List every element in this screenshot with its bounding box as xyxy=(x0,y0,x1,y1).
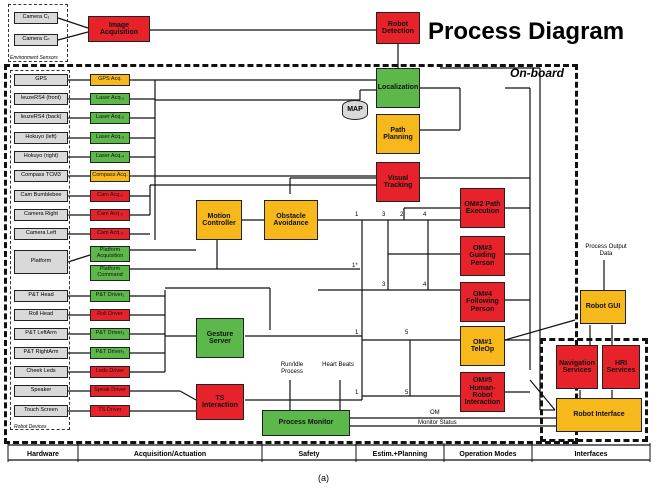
link-number: 1* xyxy=(352,263,358,269)
category-label: Estim.+Planning xyxy=(372,451,428,458)
acquisition-node: Roll Driver xyxy=(90,309,130,321)
acquisition-node: Laser Acq.₃ xyxy=(90,132,130,144)
acquisition-node: Cam Acq.₃ xyxy=(90,228,130,240)
acquisition-node: Laser Acq.₂ xyxy=(90,112,130,124)
device-node: P&T RightArm xyxy=(14,347,68,359)
device-node: leuzeRS4 (front) xyxy=(14,93,68,105)
robot-interface-node: Robot Interface xyxy=(556,398,642,432)
device-node: Camera Right xyxy=(14,209,68,221)
link-number: 1 xyxy=(355,212,359,218)
robot-devices-group xyxy=(10,70,70,430)
category-label: Safety xyxy=(298,451,320,458)
device-node: Speaker xyxy=(14,385,68,397)
onboard-group xyxy=(4,64,578,444)
obstacle-avoidance-node: Obstacle Avoidance xyxy=(264,200,318,240)
acquisition-node: Speak Driver xyxy=(90,385,130,397)
link-number: 5 xyxy=(405,330,409,336)
navigation-services-node: Navigation Services xyxy=(556,345,598,389)
device-node: leuzeRS4 (back) xyxy=(14,112,68,124)
link-number: 3 xyxy=(382,212,386,218)
acquisition-node: TS Driver xyxy=(90,405,130,417)
acquisition-node: P&T Driver₂ xyxy=(90,328,130,340)
device-node: Cheek Leds xyxy=(14,366,68,378)
motion-controller-node: Motion Controller xyxy=(196,200,242,240)
robot-detection-node: Robot Detection xyxy=(376,12,420,44)
device-node: P&T Head xyxy=(14,290,68,302)
gesture-server-node: Gesture Server xyxy=(196,318,244,358)
camera-c1-node: Camera C₁ xyxy=(14,12,58,24)
image-acquisition-node: Image Acquisition xyxy=(88,16,150,42)
acquisition-node: GPS Acq. xyxy=(90,74,130,86)
link-number: 1 xyxy=(355,390,359,396)
environment-sensors-label: Environment Sensors xyxy=(10,55,58,61)
device-node: Compass TCM3 xyxy=(14,170,68,182)
path-planning-node: Path Planning xyxy=(376,114,420,154)
acquisition-node: Laser Acq.₄ xyxy=(90,151,130,163)
diagram-title: Process Diagram xyxy=(428,18,625,45)
device-node: P&T LeftArm xyxy=(14,328,68,340)
acquisition-node: Cam Acq.₁ xyxy=(90,190,130,202)
acquisition-node: Leds Driver xyxy=(90,366,130,378)
monitor-status-label: Monitor Status xyxy=(418,420,457,426)
link-number: 1 xyxy=(355,330,359,336)
link-number: 4 xyxy=(423,282,427,288)
process-monitor-node: Process Monitor xyxy=(262,410,350,436)
om-label: OM xyxy=(430,410,440,416)
device-node: Touch Screen xyxy=(14,405,68,417)
category-label: Operation Modes xyxy=(459,451,517,458)
link-number: 2 xyxy=(400,212,404,218)
ts-interaction-node: TS Interaction xyxy=(196,384,244,420)
operation-mode-node: OM#2 Path Execution xyxy=(460,188,505,228)
camera-cn-node: Camera Cₙ xyxy=(14,34,58,46)
acquisition-node: Platform Acquisition xyxy=(90,246,130,262)
acquisition-node: Compass Acq. xyxy=(90,170,130,182)
operation-mode-node: OM#3 Guiding Person xyxy=(460,236,505,276)
visual-tracking-node: Visual Tracking xyxy=(376,162,420,202)
device-node: Roll Head xyxy=(14,309,68,321)
device-node: Hokuyo (right) xyxy=(14,151,68,163)
link-number: 5 xyxy=(405,390,409,396)
link-number: 4 xyxy=(423,212,427,218)
heart-beats-label: Heart Beats xyxy=(322,362,354,368)
device-node: GPS xyxy=(14,74,68,86)
device-node: Platform xyxy=(14,250,68,274)
run-idle-label: Run/Idle Process xyxy=(280,362,304,375)
category-label: Acquisition/Actuation xyxy=(133,451,207,458)
map-database-icon: MAP xyxy=(342,100,368,120)
operation-mode-node: OM#5 Human-Robot Interaction xyxy=(460,372,505,412)
localization-node: Localization xyxy=(376,68,420,108)
acquisition-node: Laser Acq.₁ xyxy=(90,93,130,105)
device-node: Hokuyo (left) xyxy=(14,132,68,144)
robot-gui-node: Robot GUI xyxy=(580,290,626,324)
onboard-label: On-board xyxy=(510,66,564,80)
category-label: Hardware xyxy=(27,451,59,458)
interfaces-group xyxy=(540,338,648,442)
link-number: 3 xyxy=(382,282,386,288)
category-label: Interfaces xyxy=(574,451,608,458)
operation-mode-node: OM#4 Following Person xyxy=(460,282,505,322)
device-node: Cam Bumblebee xyxy=(14,190,68,202)
acquisition-node: Platform Command xyxy=(90,265,130,281)
hri-services-node: HRI Services xyxy=(602,345,640,389)
robot-devices-label: Robot Devices xyxy=(14,424,47,430)
acquisition-node: P&T Driver₃ xyxy=(90,347,130,359)
environment-sensors-group xyxy=(8,4,68,62)
operation-mode-node: OM#1 TeleOp xyxy=(460,326,505,366)
process-output-label: Process Output Data xyxy=(585,244,627,257)
acquisition-node: Cam Acq.₂ xyxy=(90,209,130,221)
acquisition-node: P&T Driver₁ xyxy=(90,290,130,302)
figure-caption: (a) xyxy=(318,473,329,483)
device-node: Camera Left xyxy=(14,228,68,240)
